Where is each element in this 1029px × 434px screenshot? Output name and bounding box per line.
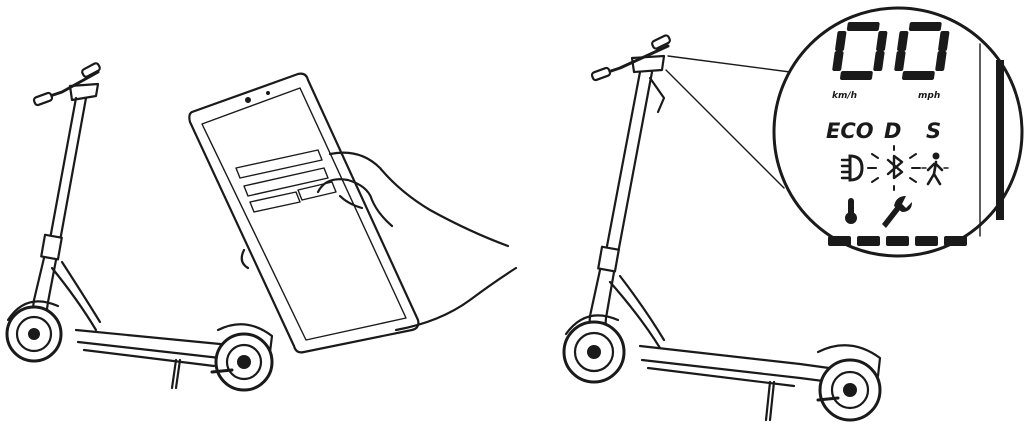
digit-segment [847, 22, 880, 31]
unit-kmh-label: km/h [832, 91, 857, 101]
mode-s-label: S [926, 119, 941, 143]
left-grip-right [81, 62, 101, 78]
right-grip-left [591, 67, 611, 81]
callout-line-top [668, 56, 790, 72]
unit-mph-label: mph [918, 91, 940, 101]
left-grip-left [33, 92, 53, 106]
battery-bar [886, 236, 909, 246]
screen-field-3 [250, 192, 300, 212]
hand-back [330, 153, 508, 246]
mode-eco-label: ECO [826, 119, 874, 143]
screen-button [298, 182, 336, 200]
battery-bar [944, 236, 967, 246]
battery-bar [857, 236, 880, 246]
right-kickstand [766, 382, 770, 420]
display-edge-strip [996, 60, 1004, 220]
right-deck-bottom [648, 368, 794, 386]
callout-line-bottom [666, 70, 784, 188]
right-head-display [632, 56, 664, 72]
digit-segment [909, 22, 942, 31]
screen-field-1 [236, 150, 322, 178]
digit-segment [902, 71, 935, 80]
hand-palm [396, 268, 516, 330]
right-fold-clamp [598, 247, 619, 272]
digit-segment [840, 71, 873, 80]
battery-level-bars [828, 236, 967, 246]
screen-field-2 [244, 168, 328, 196]
battery-bar [828, 236, 851, 246]
hand-finger [242, 250, 248, 268]
left-head-display [70, 84, 98, 100]
phone-camera [245, 97, 251, 103]
left-deck-bottom [84, 350, 214, 366]
hand-thumb [318, 179, 392, 226]
left-kickstand [172, 360, 176, 388]
mode-d-label: D [884, 119, 901, 143]
phone-in-hand [189, 74, 516, 353]
left-scooter [7, 62, 272, 390]
left-fold-clamp [41, 235, 62, 260]
battery-bar [915, 236, 938, 246]
